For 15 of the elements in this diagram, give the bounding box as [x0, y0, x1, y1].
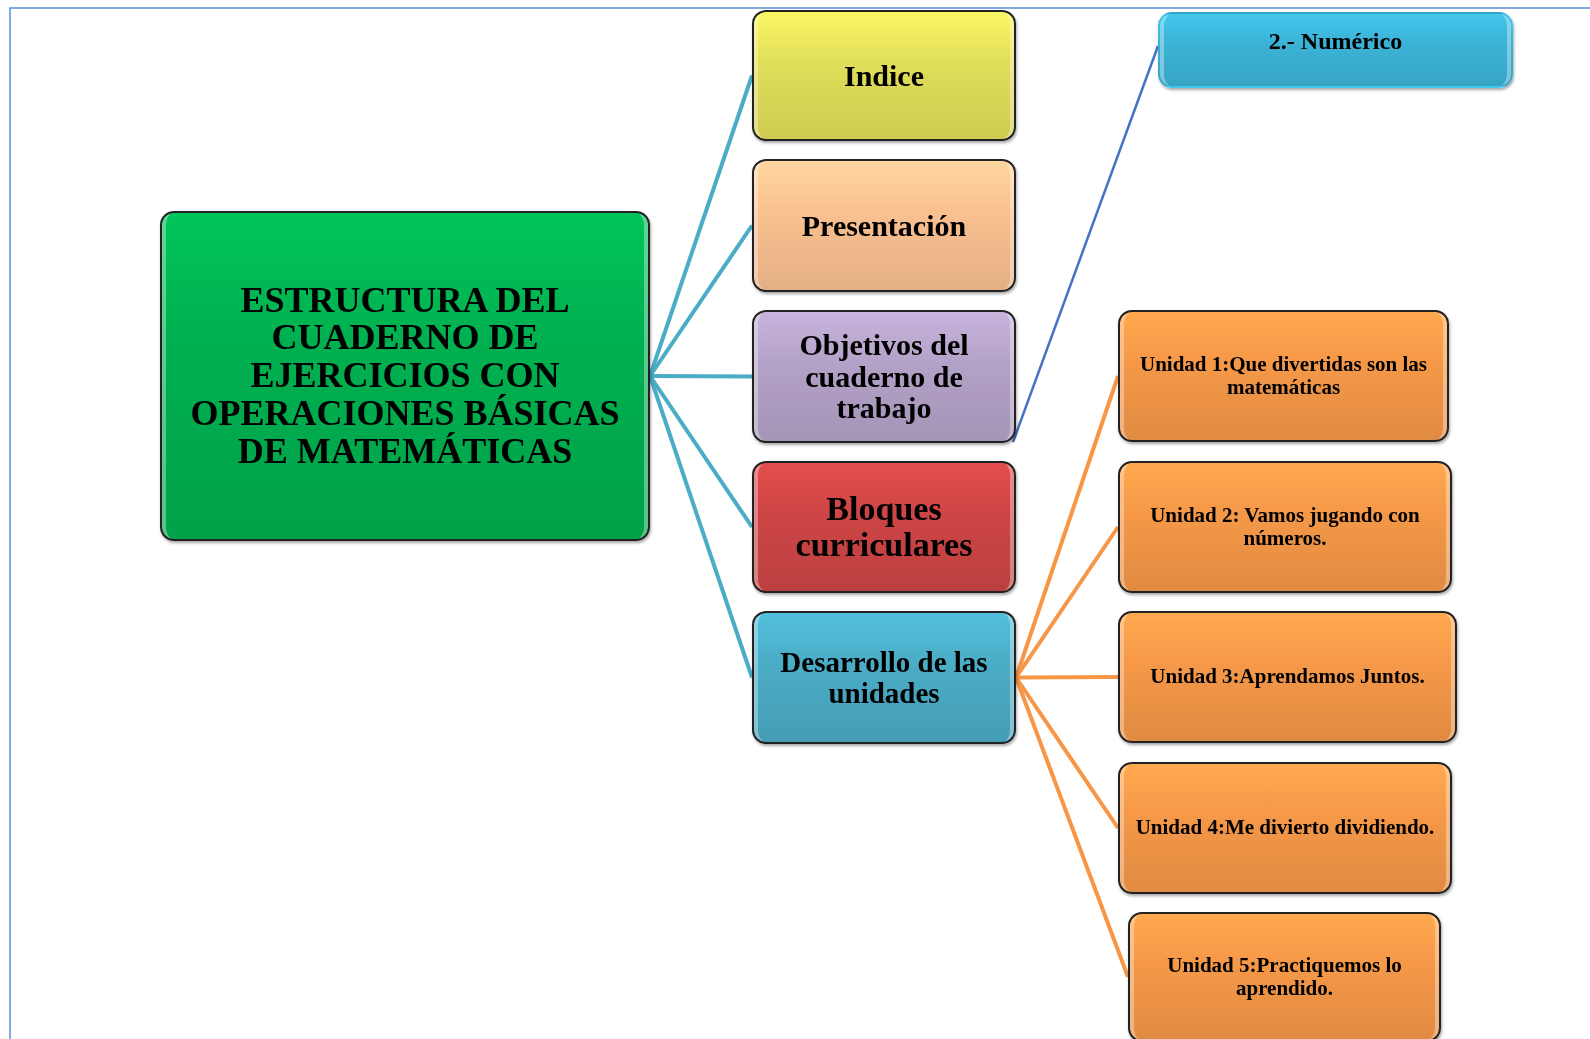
section-box: Presentación: [752, 159, 1016, 292]
connector-line: [1016, 675, 1118, 680]
section-box: Bloques curriculares: [752, 461, 1016, 593]
unit-box: Unidad 2: Vamos jugando con números.: [1118, 461, 1452, 593]
unit-box: Unidad 4:Me divierto dividiendo.: [1118, 762, 1452, 894]
section-box: Desarrollo de las unidades: [752, 611, 1016, 744]
main-topic-box: ESTRUCTURA DEL CUADERNO DE EJERCICIOS CON OPERACIONES BÁSICAS DE MATEMÁTICAS: [160, 211, 650, 541]
section-box: 2.- Numérico: [1158, 12, 1513, 88]
section-box: Indice: [752, 10, 1016, 141]
unit-box: Unidad 5:Practiquemos lo aprendido.: [1128, 912, 1441, 1039]
connector-line: [1011, 45, 1160, 443]
connector-line: [650, 374, 752, 379]
section-box: Objetivos del cuaderno de trabajo: [752, 310, 1016, 443]
unit-box: Unidad 3:Aprendamos Juntos.: [1118, 611, 1457, 743]
unit-box: Unidad 1:Que divertidas son las matemáticas: [1118, 310, 1449, 442]
